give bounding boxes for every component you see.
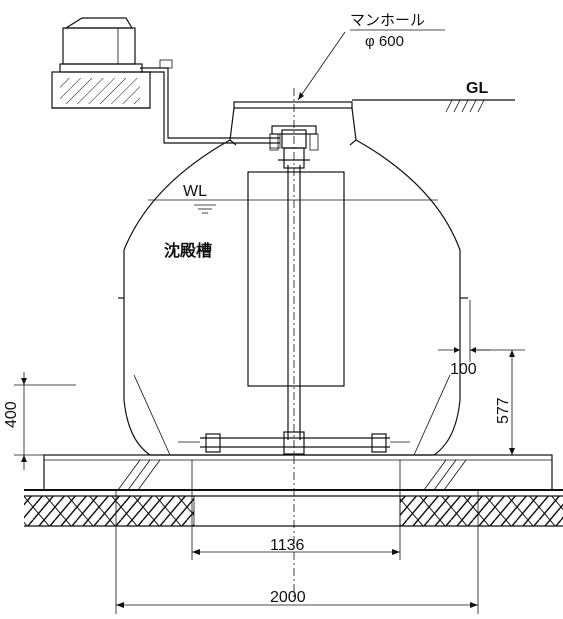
base-height-label: 400 — [3, 401, 20, 428]
gl-label: GL — [466, 80, 488, 97]
dimension-side-offset: 100 — [438, 300, 490, 378]
tank-body — [118, 101, 468, 456]
manhole-diameter-label: φ 600 — [365, 33, 404, 50]
manhole-label: マンホール — [350, 12, 425, 29]
dimension-inlet-height: 577 — [470, 349, 525, 455]
center-baffle — [247, 171, 345, 387]
side-offset-label: 100 — [450, 361, 477, 378]
water-level-marker: WL — [148, 183, 438, 214]
center-pipe — [269, 88, 319, 600]
ground-level-marker: GL — [352, 80, 515, 113]
dimension-inner-width: 1136 — [191, 490, 401, 560]
dimension-outer-width: 2000 — [115, 490, 479, 614]
blower-unit — [51, 17, 151, 109]
foundation — [24, 454, 563, 527]
inner-width-label: 1136 — [270, 537, 305, 554]
diffuser-pipe — [178, 431, 410, 455]
wl-label: WL — [183, 183, 207, 200]
air-pipe — [140, 59, 281, 149]
dimension-base-height: 400 — [3, 372, 76, 470]
manhole-annotation: マンホール φ 600 — [297, 12, 445, 101]
tank-name-label: 沈殿槽 — [164, 241, 212, 260]
outer-width-label: 2000 — [270, 589, 306, 606]
inlet-height-label: 577 — [495, 397, 512, 424]
